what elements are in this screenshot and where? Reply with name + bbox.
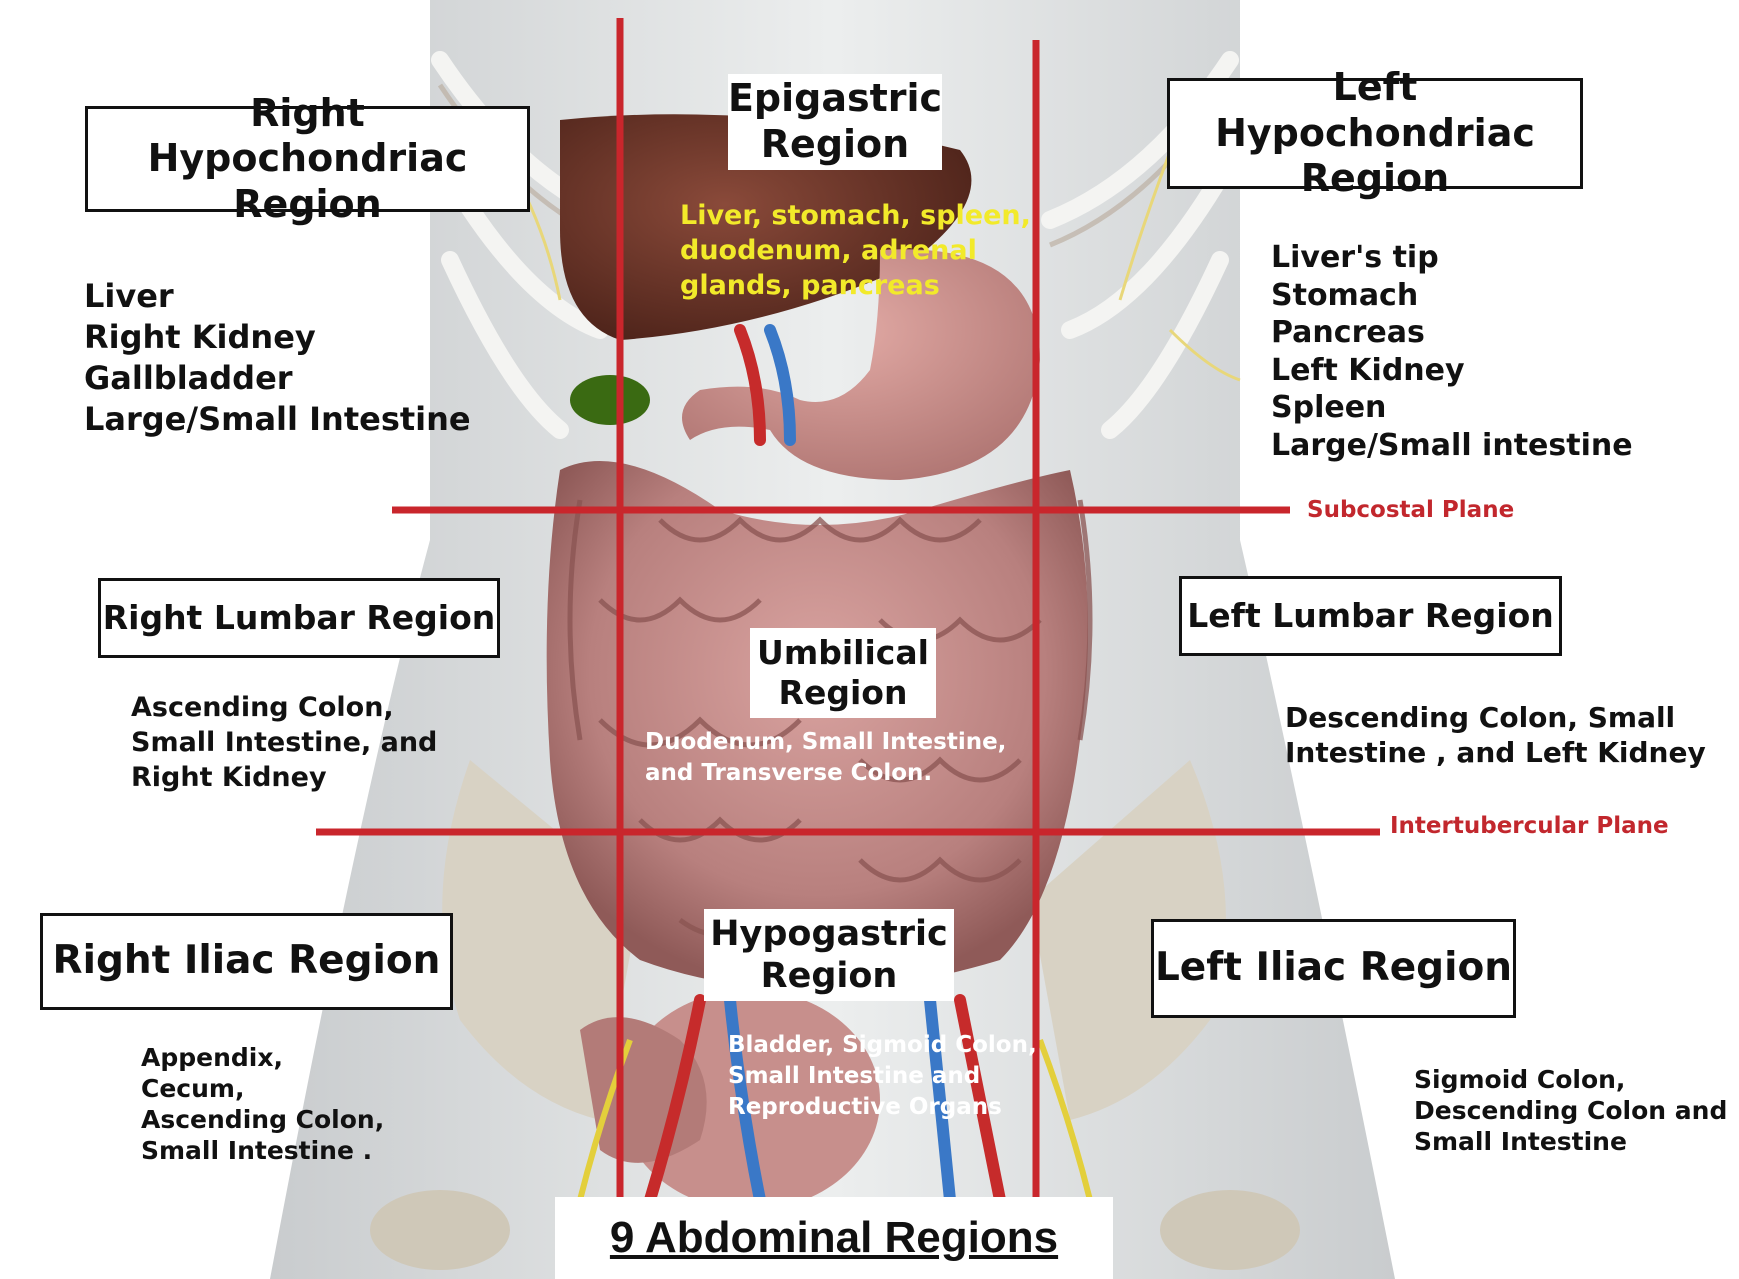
stomach	[682, 249, 1040, 480]
left-iliac-label: Left Iliac Region	[1151, 919, 1516, 1018]
liver	[560, 114, 972, 341]
umbilical-label: Umbilical Region	[750, 628, 936, 718]
right-lumbar-label: Right Lumbar Region	[98, 578, 500, 658]
diagram-title: 9 Abdominal Regions	[555, 1197, 1113, 1279]
left-lumbar-label: Left Lumbar Region	[1179, 576, 1562, 656]
hypogastric-organs: Bladder, Sigmoid Colon, Small Intestine …	[728, 1032, 1037, 1120]
epigastric-label: Epigastric Region	[728, 74, 942, 170]
umbilical-organs: Duodenum, Small Intestine, and Transvers…	[645, 729, 1007, 786]
intertubercular-plane-label: Intertubercular Plane	[1390, 813, 1669, 839]
blood-vessels	[644, 324, 1006, 1206]
left-hypochondriac-label: Left Hypochondriac Region	[1167, 65, 1583, 200]
right-hypochondriac-label: Right Hypochondriac Region	[85, 91, 530, 226]
left-hypochondriac-organs: Liver's tip Stomach Pancreas Left Kidney…	[1271, 240, 1633, 463]
epigastric-organs: Liver, stomach, spleen, duodenum, adrena…	[680, 200, 1031, 301]
right-iliac-organs: Appendix, Cecum, Ascending Colon, Small …	[141, 1043, 385, 1165]
hypogastric-label: Hypogastric Region	[704, 909, 954, 1001]
intestines	[546, 461, 1093, 990]
subcostal-plane-label: Subcostal Plane	[1307, 497, 1515, 523]
right-iliac-label: Right Iliac Region	[40, 913, 453, 1010]
right-hypochondriac-organs: Liver Right Kidney Gallbladder Large/Sma…	[84, 277, 471, 438]
region-dividers	[316, 18, 1380, 1200]
gallbladder	[570, 375, 650, 425]
right-lumbar-organs: Ascending Colon, Small Intestine, and Ri…	[131, 692, 438, 793]
left-iliac-organs: Sigmoid Colon, Descending Colon and Smal…	[1414, 1065, 1728, 1156]
left-lumbar-organs: Descending Colon, Small Intestine , and …	[1285, 701, 1706, 769]
